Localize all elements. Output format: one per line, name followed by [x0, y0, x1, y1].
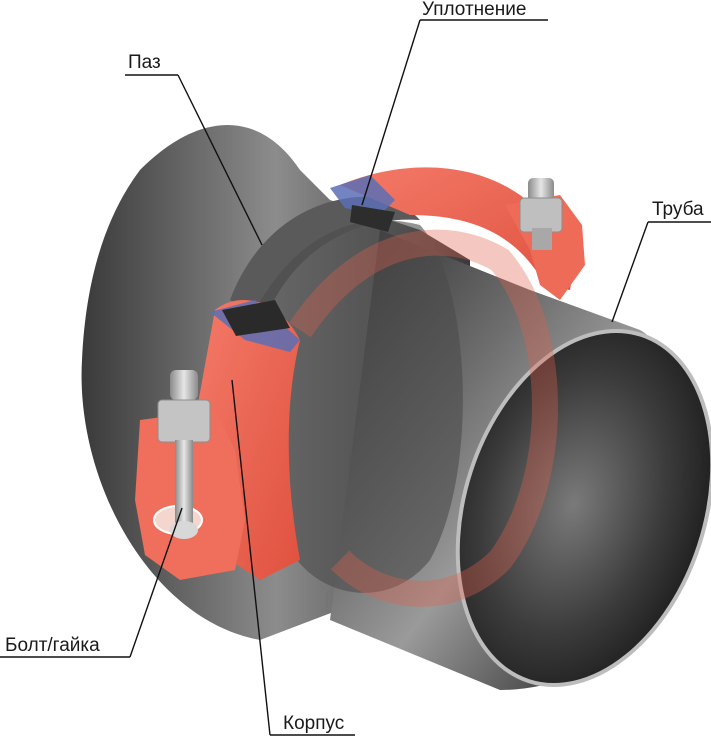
bolt-top [519, 178, 563, 250]
label-seal: Уплотнение [422, 0, 526, 20]
bolt-bottom [157, 370, 211, 539]
groove-ring [230, 196, 463, 593]
label-groove: Паз [128, 52, 161, 73]
label-housing: Корпус [283, 713, 344, 734]
label-pipe: Труба [652, 199, 704, 220]
pipe-opening [455, 328, 711, 688]
leader-lines [0, 19, 711, 736]
label-bolt-nut: Болт/гайка [5, 635, 100, 656]
seal [210, 175, 395, 352]
housing [135, 167, 585, 607]
